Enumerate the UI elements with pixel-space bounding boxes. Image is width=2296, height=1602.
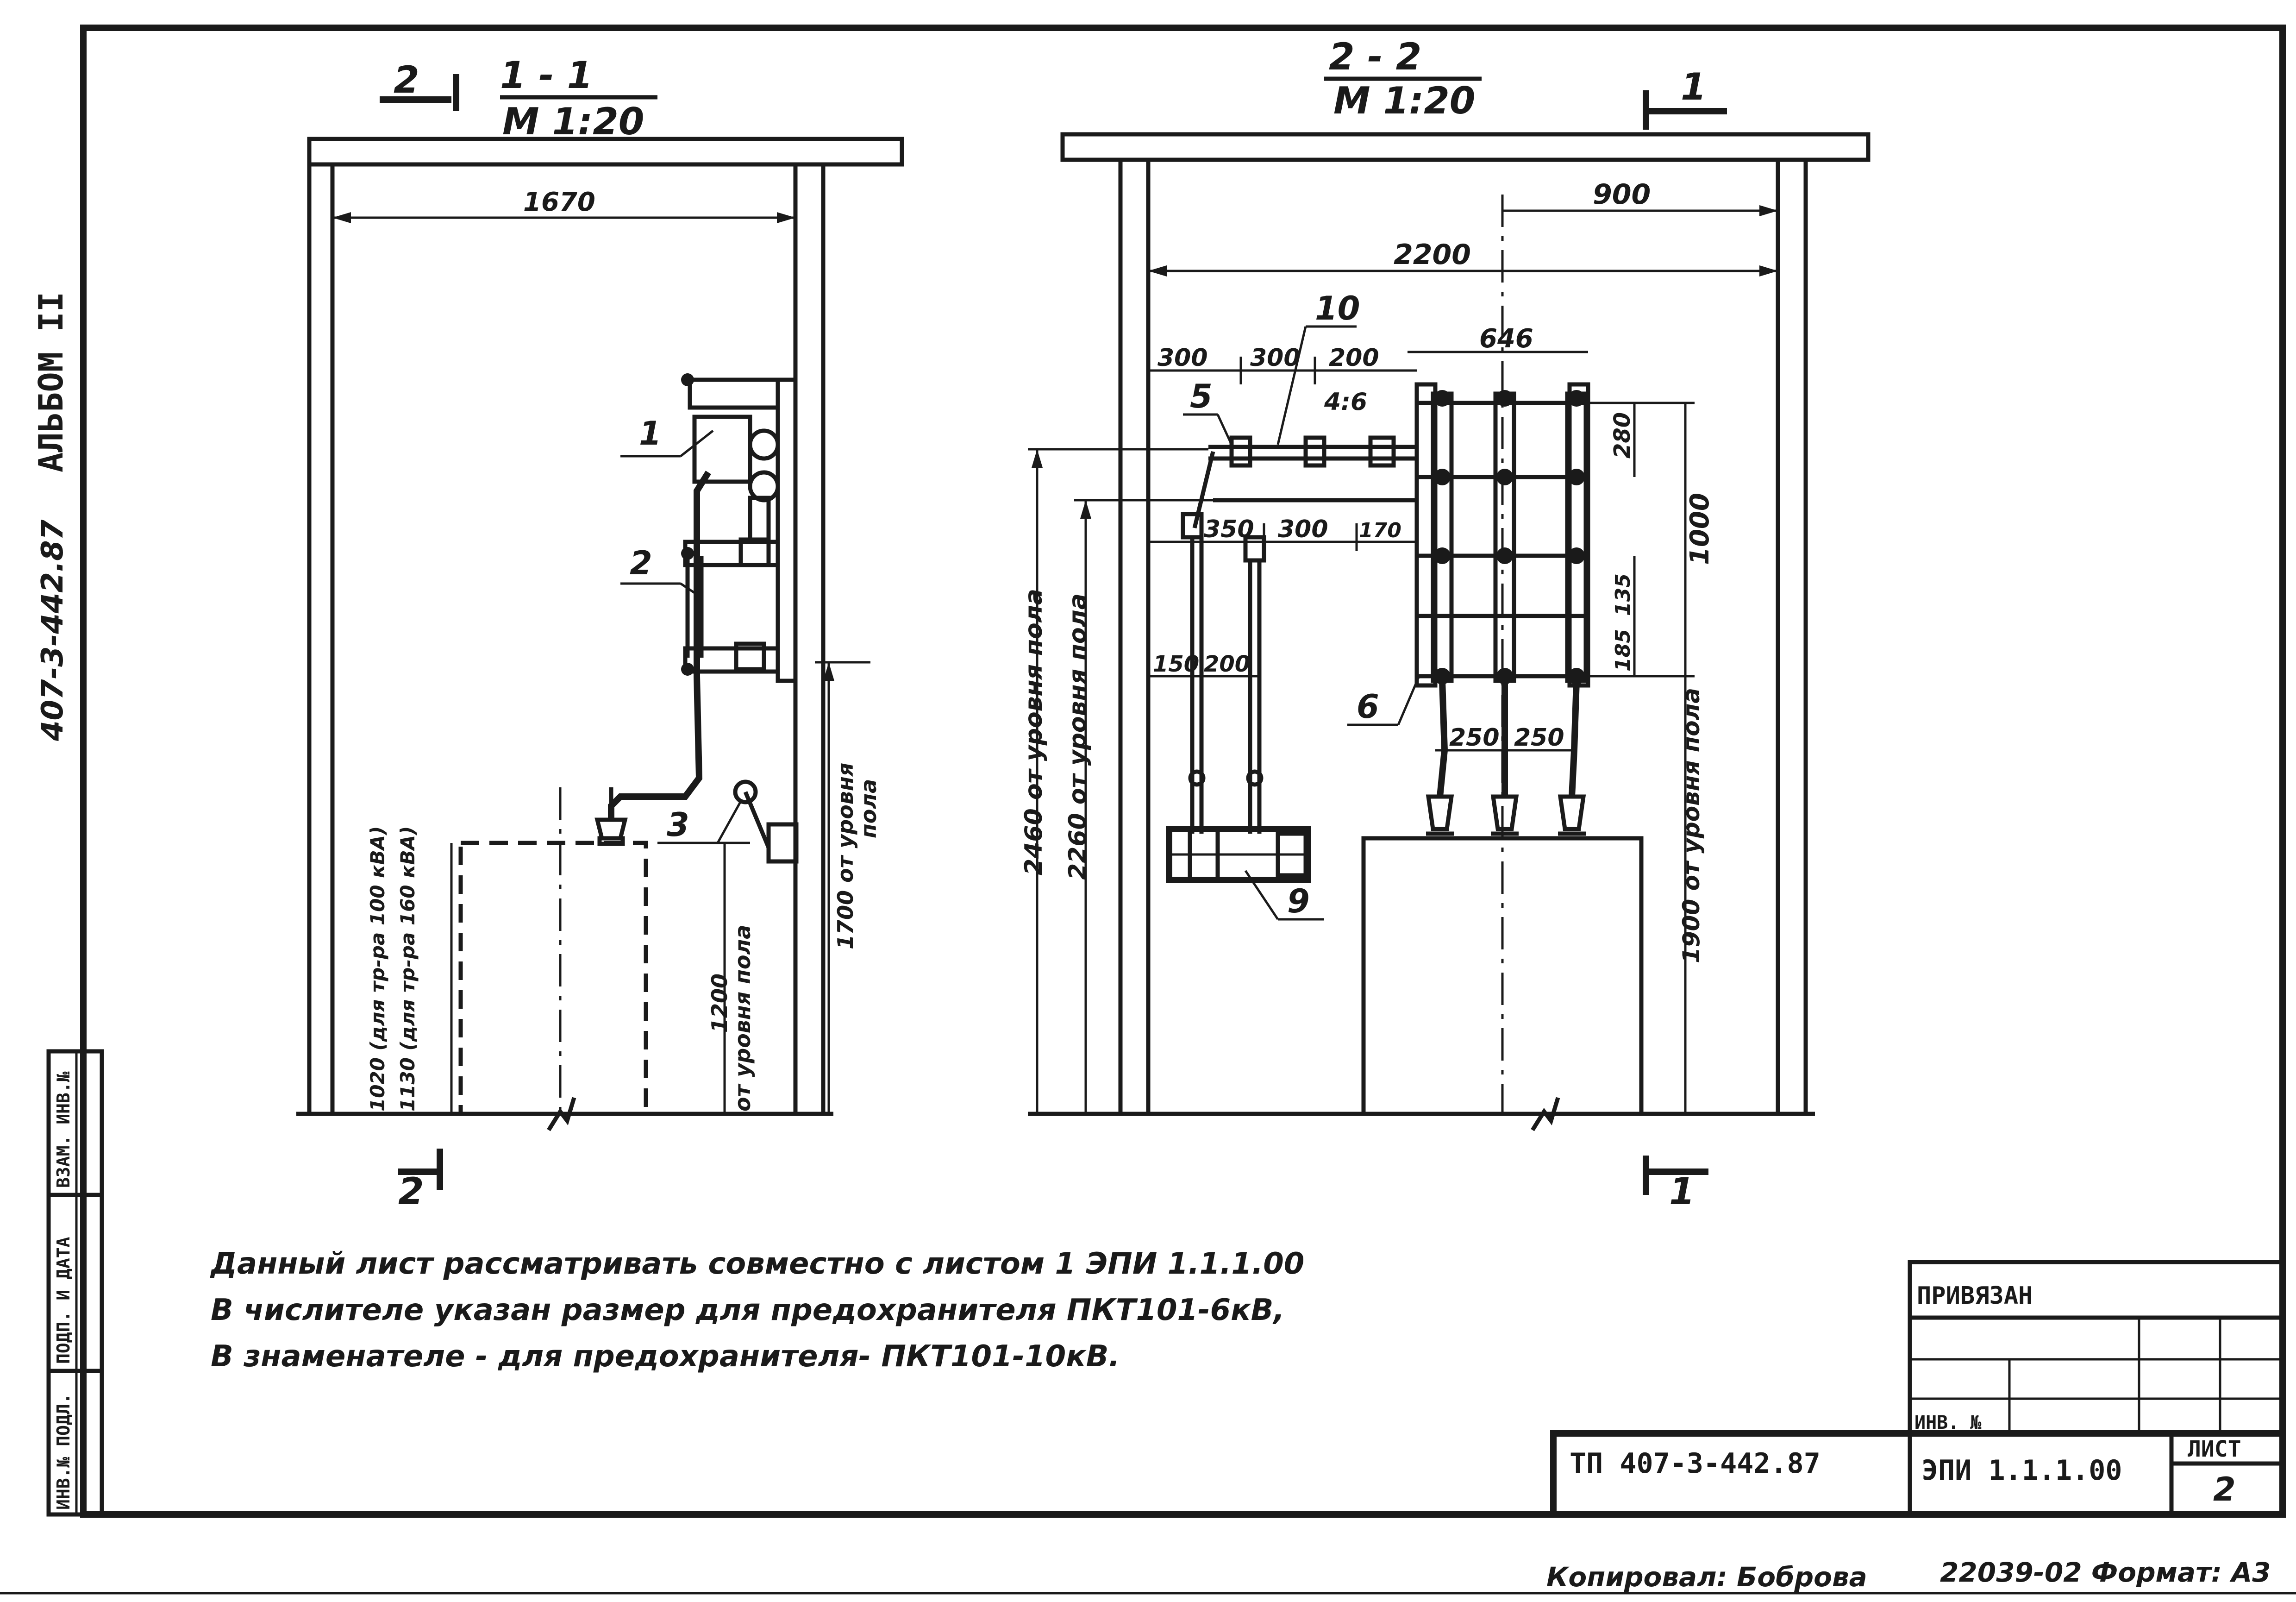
dim-150: 150 bbox=[1153, 651, 1199, 677]
sheet-frame bbox=[0, 25, 2296, 1595]
footer-order-format: 22039-02 Формат: А3 bbox=[1940, 1557, 2271, 1588]
callout-5: 5 bbox=[1190, 377, 1213, 415]
project-code: ТП 407-3-442.87 bbox=[1570, 1447, 1821, 1480]
dim-300c: 300 bbox=[1278, 515, 1328, 543]
fuse-assembly-side bbox=[681, 373, 798, 683]
dim-250b: 250 bbox=[1514, 724, 1564, 752]
drawing-code: ЭПИ 1.1.1.00 bbox=[1921, 1454, 2122, 1487]
callout-2: 2 bbox=[630, 544, 652, 582]
sheet-label: ЛИСТ bbox=[2188, 1436, 2241, 1462]
dim-300a: 300 bbox=[1157, 344, 1208, 372]
sheet-number: 2 bbox=[2213, 1470, 2236, 1508]
dim-1130: 1130 (для тр-ра 160 кВА) bbox=[396, 826, 419, 1112]
dim-200b: 200 bbox=[1204, 651, 1250, 677]
album-code: 407-3-442.87 bbox=[36, 519, 70, 741]
note-3: В знаменателе - для предохранителя- ПКТ1… bbox=[211, 1339, 1120, 1374]
dim-350: 350 bbox=[1204, 515, 1254, 543]
dim-1200: 1200 bbox=[707, 974, 732, 1033]
dim-135: 135 bbox=[1611, 573, 1635, 616]
section-1-1-scale: М 1:20 bbox=[502, 100, 644, 143]
dim-200: 200 bbox=[1329, 344, 1379, 372]
dim-646: 646 bbox=[1479, 324, 1533, 354]
dim-1200-b: от уровня пола bbox=[730, 925, 755, 1112]
stamp-podp-data: ПОДП. И ДАТА bbox=[53, 1237, 74, 1364]
callout-3: 3 bbox=[667, 806, 689, 844]
dim-1700: 1700 от уровня bbox=[833, 763, 858, 949]
callout-9: 9 bbox=[1287, 882, 1310, 920]
dim-1700-b: пола bbox=[856, 779, 881, 838]
dim-900: 900 bbox=[1593, 178, 1651, 211]
note-1: Данный лист рассматривать совместно с ли… bbox=[210, 1247, 1304, 1281]
privyazan-label: ПРИВЯЗАН bbox=[1917, 1282, 2033, 1310]
dim-300b: 300 bbox=[1250, 344, 1301, 372]
album-label: АЛЬБОМ II bbox=[31, 292, 70, 472]
title-block: ПРИВЯЗАН ИНВ. № ТП 407-3-442.87 ЭПИ 1.1.… bbox=[1550, 1260, 2286, 1518]
dim-2200: 2200 bbox=[1394, 239, 1471, 271]
stamp-vzam-inv: ВЗАМ. ИНВ.№ bbox=[53, 1071, 74, 1188]
dim-170: 170 bbox=[1359, 519, 1401, 542]
dim-2460: 2460 от уровня пола bbox=[1020, 589, 1048, 875]
section-2-2: 2 - 2 М 1:20 1 1 900 2200 bbox=[1020, 35, 1871, 1213]
inv-no-label: ИНВ. № bbox=[1914, 1412, 1982, 1433]
notes-block: Данный лист рассматривать совместно с ли… bbox=[210, 1247, 1304, 1374]
footer-copied-by: Копировал: Боброва bbox=[1546, 1561, 1867, 1593]
section-1-1: 1 - 1 М 1:20 2 2 1670 bbox=[296, 54, 904, 1213]
callout-10: 10 bbox=[1315, 289, 1360, 327]
section-2-2-marker-top: 1 bbox=[1681, 65, 1707, 108]
dim-185: 185 bbox=[1611, 629, 1635, 672]
dim-1900: 1900 от уровня пола bbox=[1678, 688, 1705, 963]
dim-1020: 1020 (для тр-ра 100 кВА) bbox=[366, 826, 389, 1112]
dim-1000: 1000 bbox=[1685, 493, 1715, 565]
section-2-2-title: 2 - 2 bbox=[1329, 35, 1421, 78]
note-2: В числителе указан размер для предохрани… bbox=[211, 1293, 1285, 1327]
stamp-inv-podl: ИНВ.№ ПОДЛ. bbox=[53, 1393, 74, 1510]
section-1-1-title: 1 - 1 bbox=[500, 54, 593, 97]
section-1-1-marker-bottom: 2 bbox=[398, 1170, 424, 1213]
callout-1: 1 bbox=[639, 415, 662, 452]
section-2-2-scale: М 1:20 bbox=[1333, 79, 1475, 122]
drive-mechanism bbox=[1166, 435, 1417, 883]
dim-2260: 2260 от уровня пола bbox=[1064, 593, 1092, 880]
section-1-1-marker-top: 2 bbox=[394, 58, 419, 101]
callout-6: 6 bbox=[1357, 688, 1379, 726]
dim-250a: 250 bbox=[1449, 724, 1500, 752]
dim-280: 280 bbox=[1609, 412, 1635, 459]
dim-1670: 1670 bbox=[523, 187, 595, 217]
dim-4-6: 4:6 bbox=[1324, 388, 1367, 416]
section-2-2-marker-bottom: 1 bbox=[1669, 1170, 1695, 1213]
